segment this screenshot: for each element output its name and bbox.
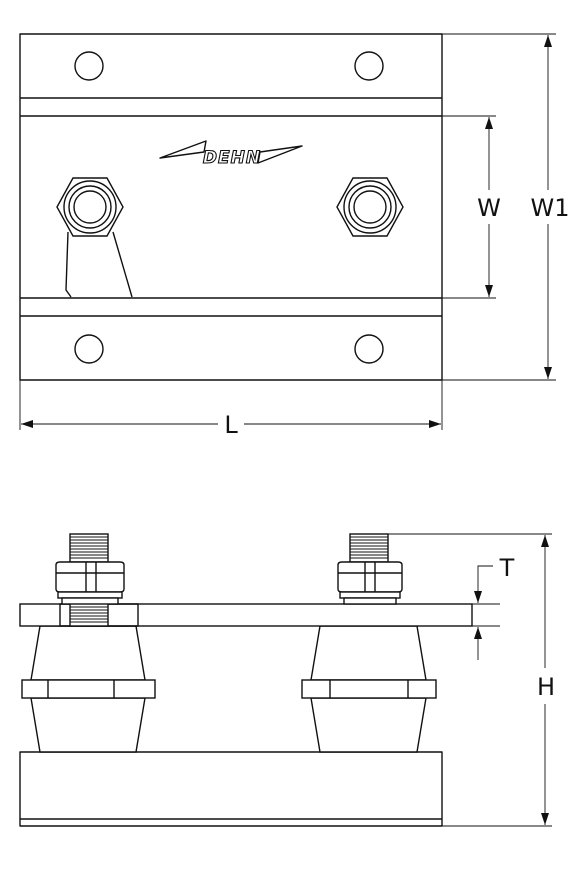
bolt-right: [337, 533, 403, 605]
thread-lines-top: [70, 536, 108, 559]
side-view: T H: [19, 533, 555, 827]
thread-lines-top: [350, 536, 388, 559]
logo-bolt-right: [257, 145, 303, 164]
bolt-left: [55, 533, 125, 627]
thread-lines-mid: [70, 603, 108, 623]
mounting-hole: [354, 51, 384, 81]
dehn-logo: DEHN: [159, 140, 303, 169]
dim-l-label: L: [224, 411, 238, 439]
hex-nut-side: [55, 561, 125, 593]
insulator-upper-body: [310, 625, 427, 681]
dim-t-leader-top: [474, 565, 493, 603]
insulator-lower-body: [310, 697, 427, 753]
insulator-upper-body: [30, 625, 146, 681]
top-view: DEHN W W1 L: [19, 33, 570, 439]
bolt-end: [353, 190, 387, 224]
nut-left: [56, 177, 133, 298]
insulator-left: [21, 625, 156, 753]
busbar-plate: [19, 603, 473, 627]
nut-right: [336, 177, 404, 237]
washer: [343, 597, 397, 605]
terminal-tongue: [65, 231, 133, 298]
dim-h-label: H: [537, 673, 555, 701]
nut-washer-ring: [63, 180, 117, 234]
bolt-end: [73, 190, 107, 224]
washer: [61, 597, 119, 605]
insulator-right: [301, 625, 437, 753]
dim-w1-label: W1: [531, 194, 570, 222]
bolt-stud-top: [69, 533, 109, 563]
washer: [57, 591, 123, 599]
nut-chamfer: [348, 185, 392, 229]
nut-washer-ring: [343, 180, 397, 234]
hex-nut: [336, 177, 404, 237]
mounting-hole: [74, 51, 104, 81]
insulator-hex-flange: [21, 679, 156, 699]
dim-w-label: W: [477, 194, 501, 222]
hex-nut: [56, 177, 124, 237]
hex-nut-side: [337, 561, 403, 593]
dim-t-label: T: [499, 554, 515, 582]
washer: [339, 591, 401, 599]
base-block: [19, 751, 443, 827]
mounting-hole: [74, 334, 104, 364]
nut-chamfer: [68, 185, 112, 229]
logo-text: DEHN: [203, 148, 261, 168]
logo-bolt-left: [159, 140, 207, 159]
mounting-hole: [354, 334, 384, 364]
insulator-lower-body: [30, 697, 146, 753]
base-plate-outline: [19, 33, 443, 381]
insulator-hex-flange: [301, 679, 437, 699]
